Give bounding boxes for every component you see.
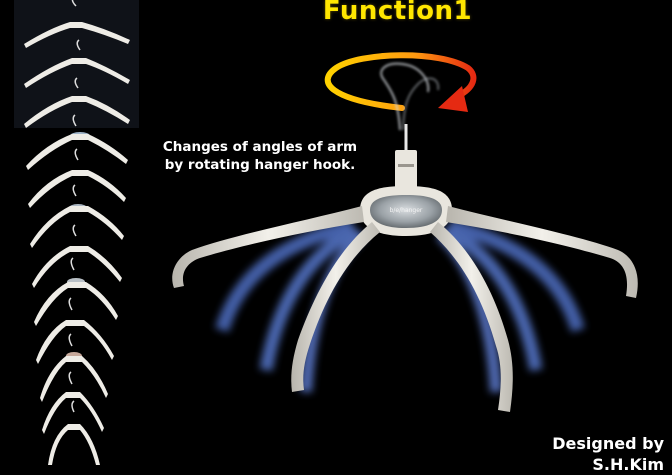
- function-caption: Changes of angles of arm by rotating han…: [150, 138, 370, 174]
- hanger-frame: [28, 148, 126, 208]
- hanger-frame: [24, 39, 130, 88]
- right-upper-arm: [446, 206, 638, 298]
- illustration-canvas: b/e/hanger: [14, 0, 638, 465]
- hanger-center-plate: b/e/hanger: [360, 186, 452, 236]
- hanger-arms: [172, 206, 638, 412]
- right-lower-arm: [430, 222, 513, 412]
- hanger-frame: [40, 333, 108, 402]
- hanger-frame: [36, 297, 114, 364]
- left-upper-arm: [172, 206, 364, 288]
- page-title: Function1: [322, 0, 473, 26]
- caption-line-1: Changes of angles of arm: [162, 139, 358, 155]
- hanger-frame: [24, 0, 130, 48]
- hanger-frame: [26, 114, 128, 170]
- credit-line-1: Designed by: [552, 434, 664, 453]
- hanger-logo: b/e/hanger: [390, 207, 423, 214]
- rotation-arrow-icon: [324, 52, 477, 112]
- hanger-frame: [32, 224, 122, 288]
- hanger-frame: [30, 184, 124, 248]
- caption-line-2: by rotating hanger hook.: [164, 157, 356, 173]
- designer-credit: Designed by S.H.Kim: [552, 433, 664, 475]
- hanger-frame: [34, 257, 118, 326]
- arm-motion-trails: [215, 219, 585, 393]
- hanger-hook: [380, 62, 440, 150]
- hanger-frame: [42, 371, 104, 434]
- hanger-frame: [24, 77, 130, 128]
- left-lower-arm: [291, 222, 380, 392]
- hanger-frame: [48, 400, 100, 465]
- hanger-neck: [395, 150, 417, 190]
- hanger-sequence-strip: [14, 0, 139, 465]
